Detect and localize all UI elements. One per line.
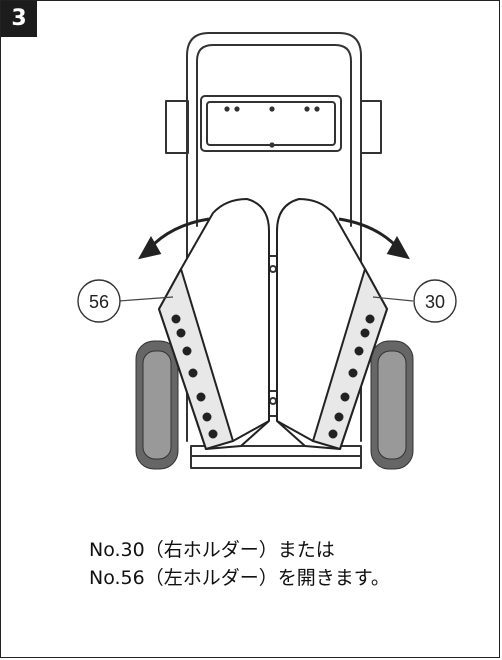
callout-30: 30 (413, 279, 457, 323)
instruction-line-1: No.30（右ホルダー）または (89, 539, 335, 561)
callout-56: 56 (77, 279, 121, 323)
step-number-badge: 3 (1, 1, 37, 37)
instruction-text: No.30（右ホルダー）または No.56（左ホルダー）を開きます。 (89, 536, 479, 592)
callout-56-label: 56 (89, 292, 109, 312)
rotation-arrow-left (138, 217, 210, 260)
left-wheel (135, 340, 179, 470)
hand-truck-illustration: 56 30 (77, 32, 457, 470)
rotation-arrow-right (338, 217, 410, 260)
right-wheel (370, 340, 414, 470)
right-holder-30 (276, 198, 388, 450)
left-holder-56 (158, 198, 270, 450)
callout-30-label: 30 (425, 292, 445, 312)
instruction-line-2: No.56（左ホルダー）を開きます。 (89, 567, 390, 589)
